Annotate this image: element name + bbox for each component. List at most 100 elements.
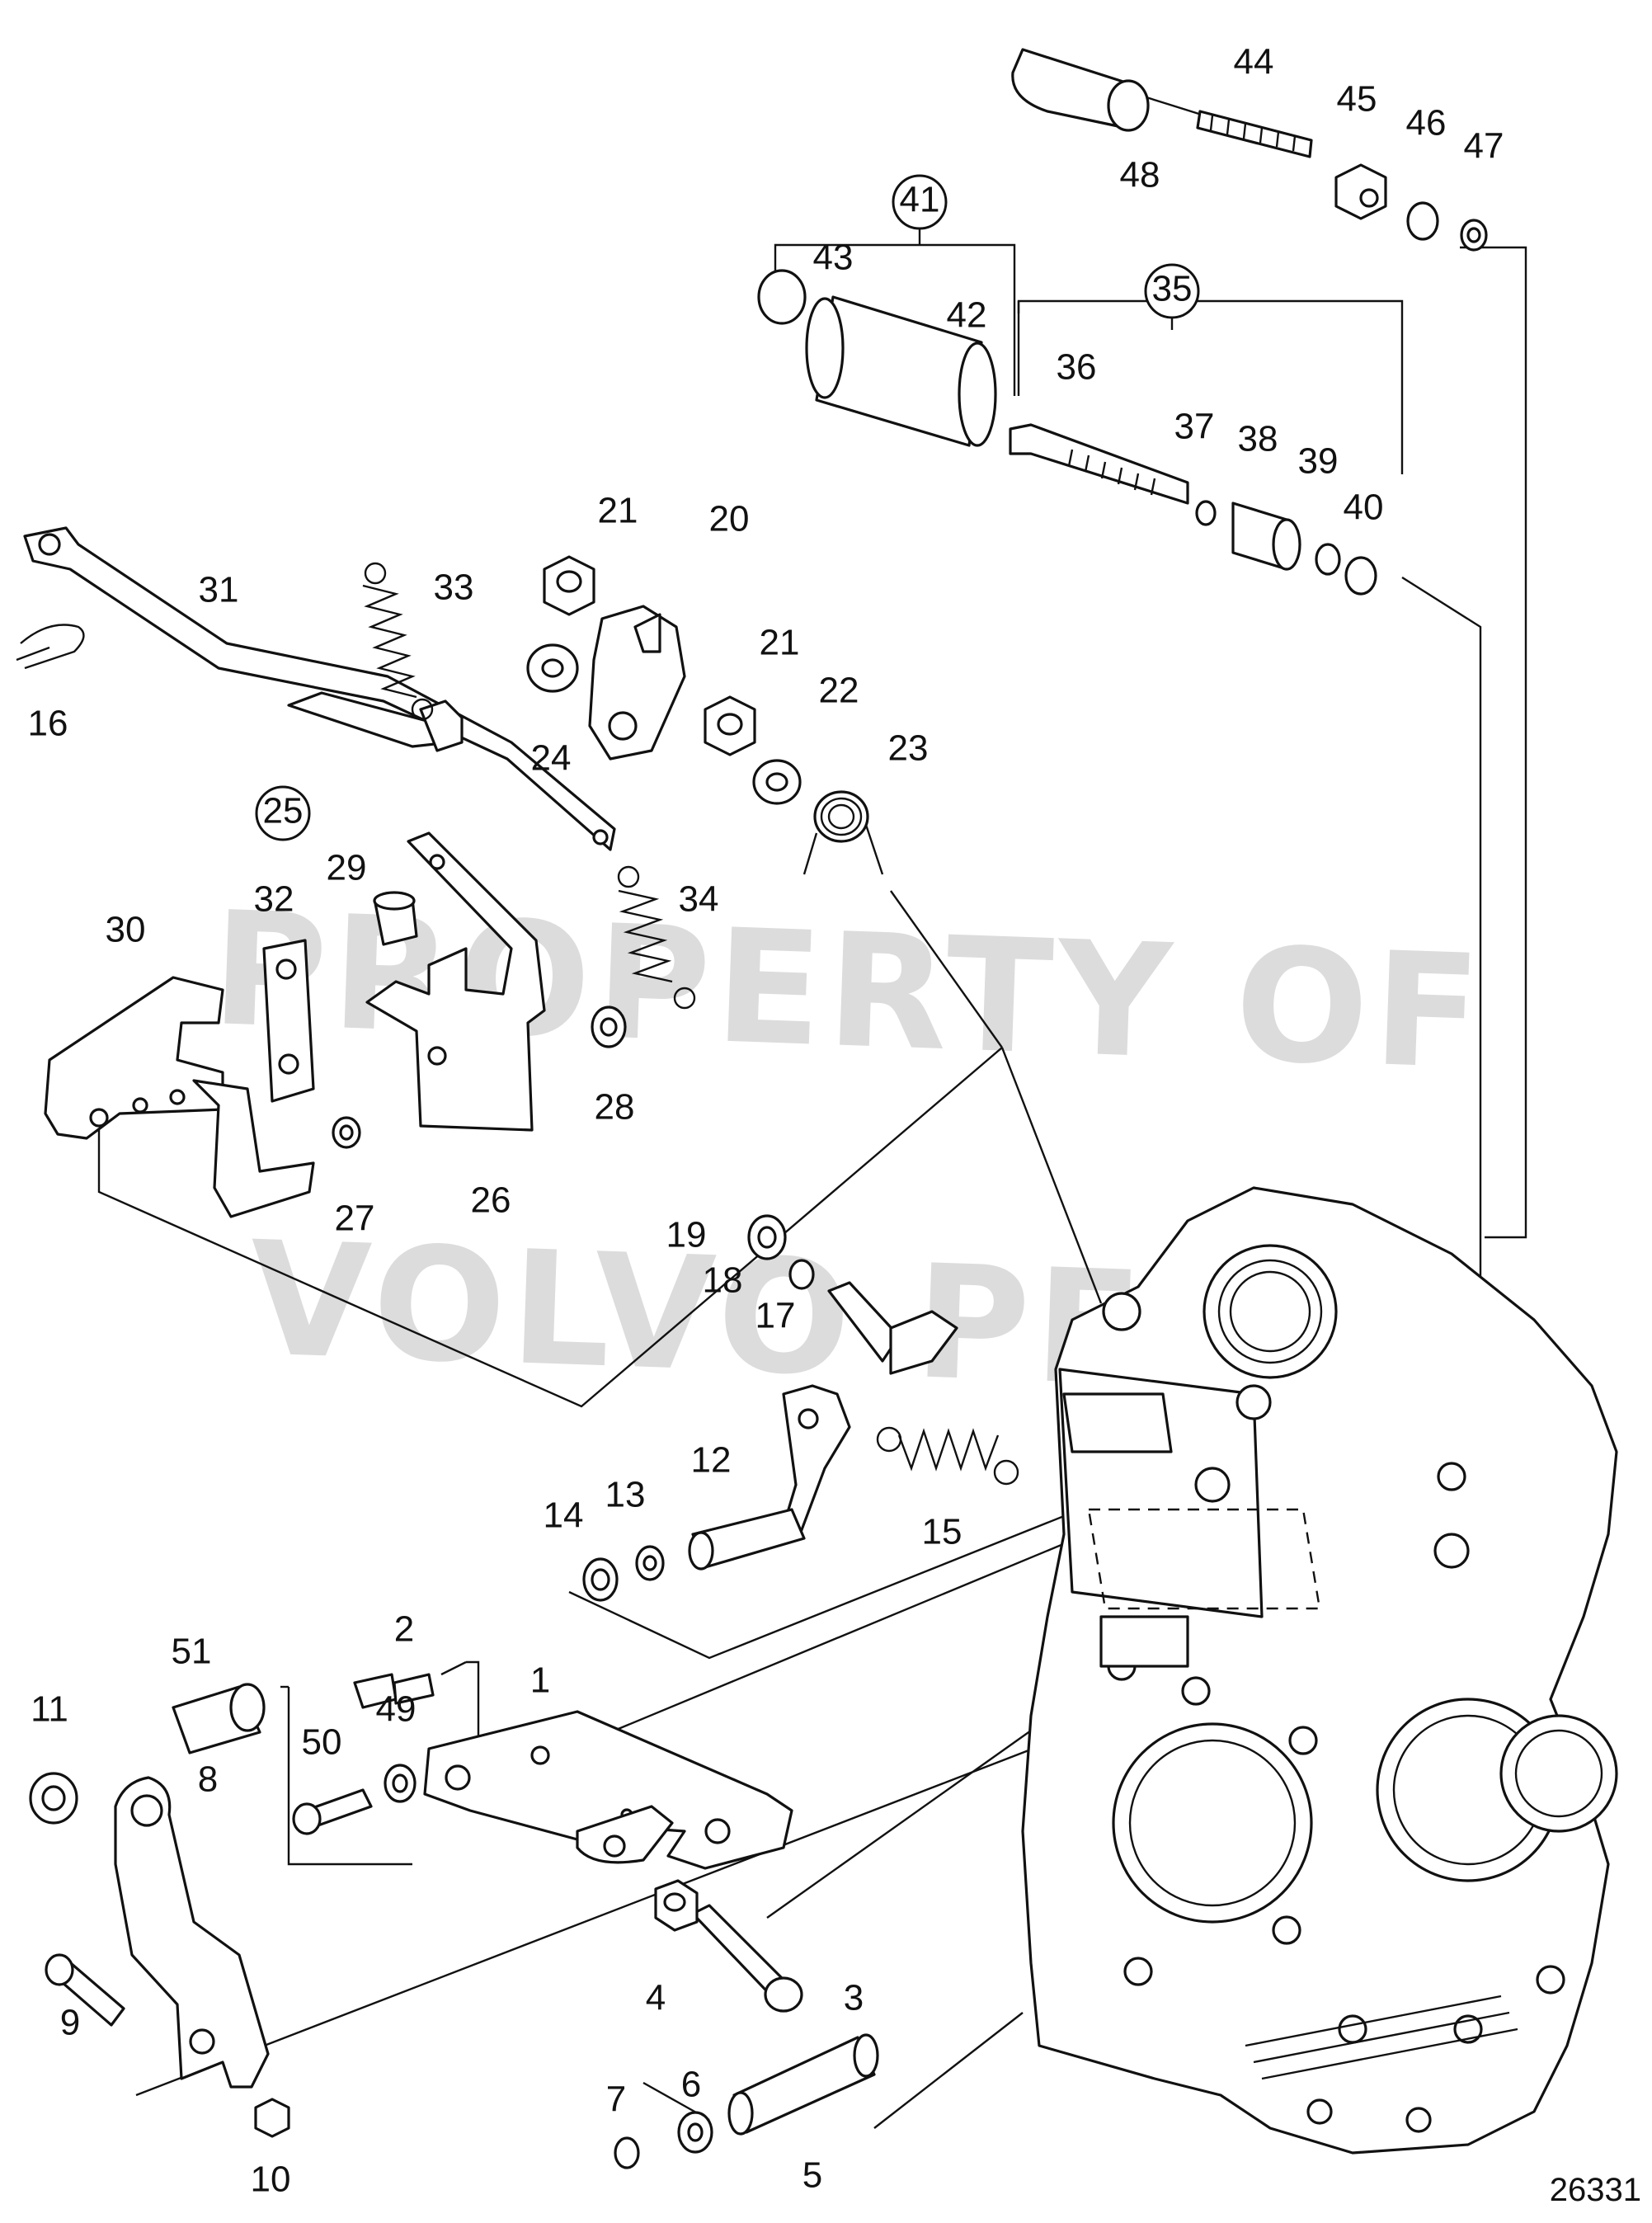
callout-number: 14	[544, 1495, 584, 1536]
bracket-35	[1017, 299, 1404, 474]
callout-number: 37	[1174, 407, 1215, 447]
callout-33: 33	[434, 568, 474, 608]
gear-housing	[1021, 1186, 1618, 2155]
callout-32: 32	[254, 879, 294, 920]
callout-number: 20	[709, 499, 750, 539]
callout-number: 23	[888, 728, 929, 769]
callout-circle	[1144, 263, 1200, 319]
throttle-linkage	[16, 526, 696, 1010]
callout-2: 2	[394, 1609, 414, 1650]
callout-number: 22	[819, 671, 859, 711]
lever-assembly	[526, 555, 884, 875]
callout-31: 31	[199, 570, 239, 610]
callout-46: 46	[1406, 103, 1447, 144]
callout-number: 47	[1464, 126, 1504, 167]
callout-number: 40	[1344, 487, 1384, 528]
callout-36: 36	[1057, 347, 1097, 388]
callout-21: 21	[760, 623, 800, 663]
callout-number: 12	[691, 1440, 732, 1481]
callout-circle	[255, 785, 311, 841]
callout-number: 24	[531, 738, 572, 779]
callout-number: 39	[1298, 441, 1339, 482]
callout-number: 9	[60, 2003, 80, 2043]
bracket-25	[97, 1047, 1003, 1408]
callout-number: 6	[681, 2065, 701, 2105]
callout-23: 23	[888, 728, 929, 769]
callout-number: 7	[606, 2079, 626, 2120]
callout-number: 50	[302, 1722, 342, 1763]
callout-number: 34	[679, 879, 719, 920]
callout-number: 13	[605, 1475, 646, 1515]
bracket-41	[774, 243, 1016, 396]
callout-number: 44	[1234, 42, 1274, 82]
callout-number: 21	[760, 623, 800, 663]
callout-24: 24	[531, 738, 572, 779]
cable-parts	[757, 48, 1488, 596]
callout-number: 33	[434, 568, 474, 608]
callout-19: 19	[666, 1215, 707, 1255]
callout-number: 32	[254, 879, 294, 920]
callout-number: 25	[263, 791, 304, 831]
callout-number: 18	[703, 1260, 743, 1301]
callout-4: 4	[646, 1978, 666, 2018]
callout-38: 38	[1238, 419, 1278, 459]
callout-number: 21	[598, 491, 638, 531]
callout-9: 9	[60, 2003, 80, 2043]
callout-15: 15	[922, 1512, 962, 1552]
callout-number: 3	[844, 1978, 864, 2018]
callout-number: 48	[1120, 155, 1160, 195]
figure-id: 26331	[1550, 2172, 1641, 2208]
callout-11: 11	[31, 1689, 68, 1730]
callout-number: 1	[530, 1660, 550, 1701]
part-1	[423, 1710, 793, 1870]
callout-41: 41	[892, 174, 948, 230]
callout-number: 30	[106, 910, 146, 950]
callout-14: 14	[544, 1495, 584, 1536]
callout-39: 39	[1298, 441, 1339, 482]
callout-12: 12	[691, 1440, 732, 1481]
callout-number: 45	[1337, 79, 1377, 120]
callout-35: 35	[1144, 263, 1200, 319]
lower-parts	[29, 1673, 879, 2169]
part-44	[1196, 110, 1313, 158]
callout-number: 43	[813, 238, 854, 278]
part-36	[1009, 423, 1189, 505]
callout-number: 49	[376, 1689, 417, 1730]
callout-7: 7	[606, 2079, 626, 2120]
callout-45: 45	[1337, 79, 1377, 120]
callout-10: 10	[251, 2159, 291, 2200]
part-37	[1195, 500, 1217, 526]
callout-40: 40	[1344, 487, 1384, 528]
callout-26: 26	[471, 1180, 511, 1221]
callout-22: 22	[819, 671, 859, 711]
callout-number: 2	[394, 1609, 414, 1650]
callout-29: 29	[327, 848, 367, 888]
part-45	[1334, 163, 1387, 220]
callout-number: 27	[335, 1199, 375, 1239]
callout-18: 18	[703, 1260, 743, 1301]
callout-44: 44	[1234, 42, 1274, 82]
bracket-right-tall	[1460, 246, 1527, 1239]
part-40	[1344, 556, 1377, 596]
callout-47: 47	[1464, 126, 1504, 167]
callout-number: 4	[646, 1978, 666, 2018]
callout-3: 3	[844, 1978, 864, 2018]
part-8	[114, 1776, 270, 2089]
leader-23	[890, 890, 1003, 1048]
callout-34: 34	[679, 879, 719, 920]
part-46	[1406, 201, 1439, 241]
part-15	[876, 1426, 1019, 1486]
bracket-50-51	[287, 1687, 412, 1866]
callout-number: 41	[900, 180, 940, 220]
bracket-group	[44, 831, 627, 1218]
part-34	[617, 865, 696, 1010]
callout-number: 26	[471, 1180, 511, 1221]
part-33	[362, 562, 434, 721]
part-43	[757, 269, 807, 325]
callout-28: 28	[595, 1087, 635, 1128]
part-16	[20, 624, 85, 670]
callout-37: 37	[1174, 407, 1215, 447]
callout-1: 1	[530, 1660, 550, 1701]
